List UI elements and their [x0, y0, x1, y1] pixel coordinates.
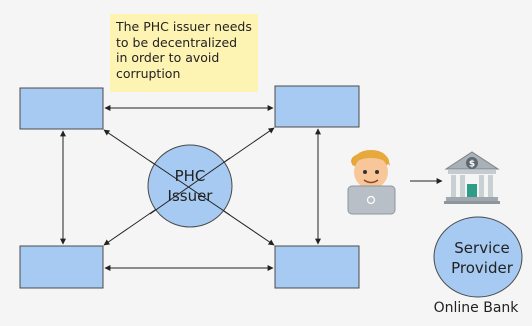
- note-line-4: corruption: [116, 65, 181, 81]
- issuer-node-top-right: [274, 85, 360, 128]
- issuer-node-top-left: [19, 87, 104, 130]
- phc-issuer-label-line-1: PHC: [174, 167, 206, 185]
- person-at-laptop-icon: [347, 150, 396, 215]
- note-line-3: in order to avoid: [116, 50, 220, 65]
- service-provider-node: [433, 216, 523, 298]
- note-line-1: The PHC issuer needs: [116, 19, 252, 34]
- decentralization-note: The PHC issuer needs to be decentralized…: [110, 14, 258, 92]
- note-line-2: to be decentralized: [116, 34, 238, 50]
- service-provider-label-line-2: Provider: [451, 259, 513, 277]
- svg-text:$: $: [469, 160, 475, 170]
- issuer-node-bottom-left: [19, 245, 104, 289]
- service-provider-label: Service Provider: [432, 238, 532, 278]
- phc-issuer-label-line-2: Issuer: [167, 187, 213, 205]
- service-provider-label-line-1: Service: [454, 239, 510, 257]
- issuer-node-bottom-right: [274, 245, 360, 289]
- edge-diagonal-anti-overlay: [149, 157, 231, 215]
- phc-issuer-label: PHC Issuer: [150, 166, 230, 206]
- bank-building-icon: $: [444, 151, 500, 204]
- edge-diagonal-main-overlay: [149, 160, 231, 216]
- online-bank-caption: Online Bank: [433, 300, 519, 316]
